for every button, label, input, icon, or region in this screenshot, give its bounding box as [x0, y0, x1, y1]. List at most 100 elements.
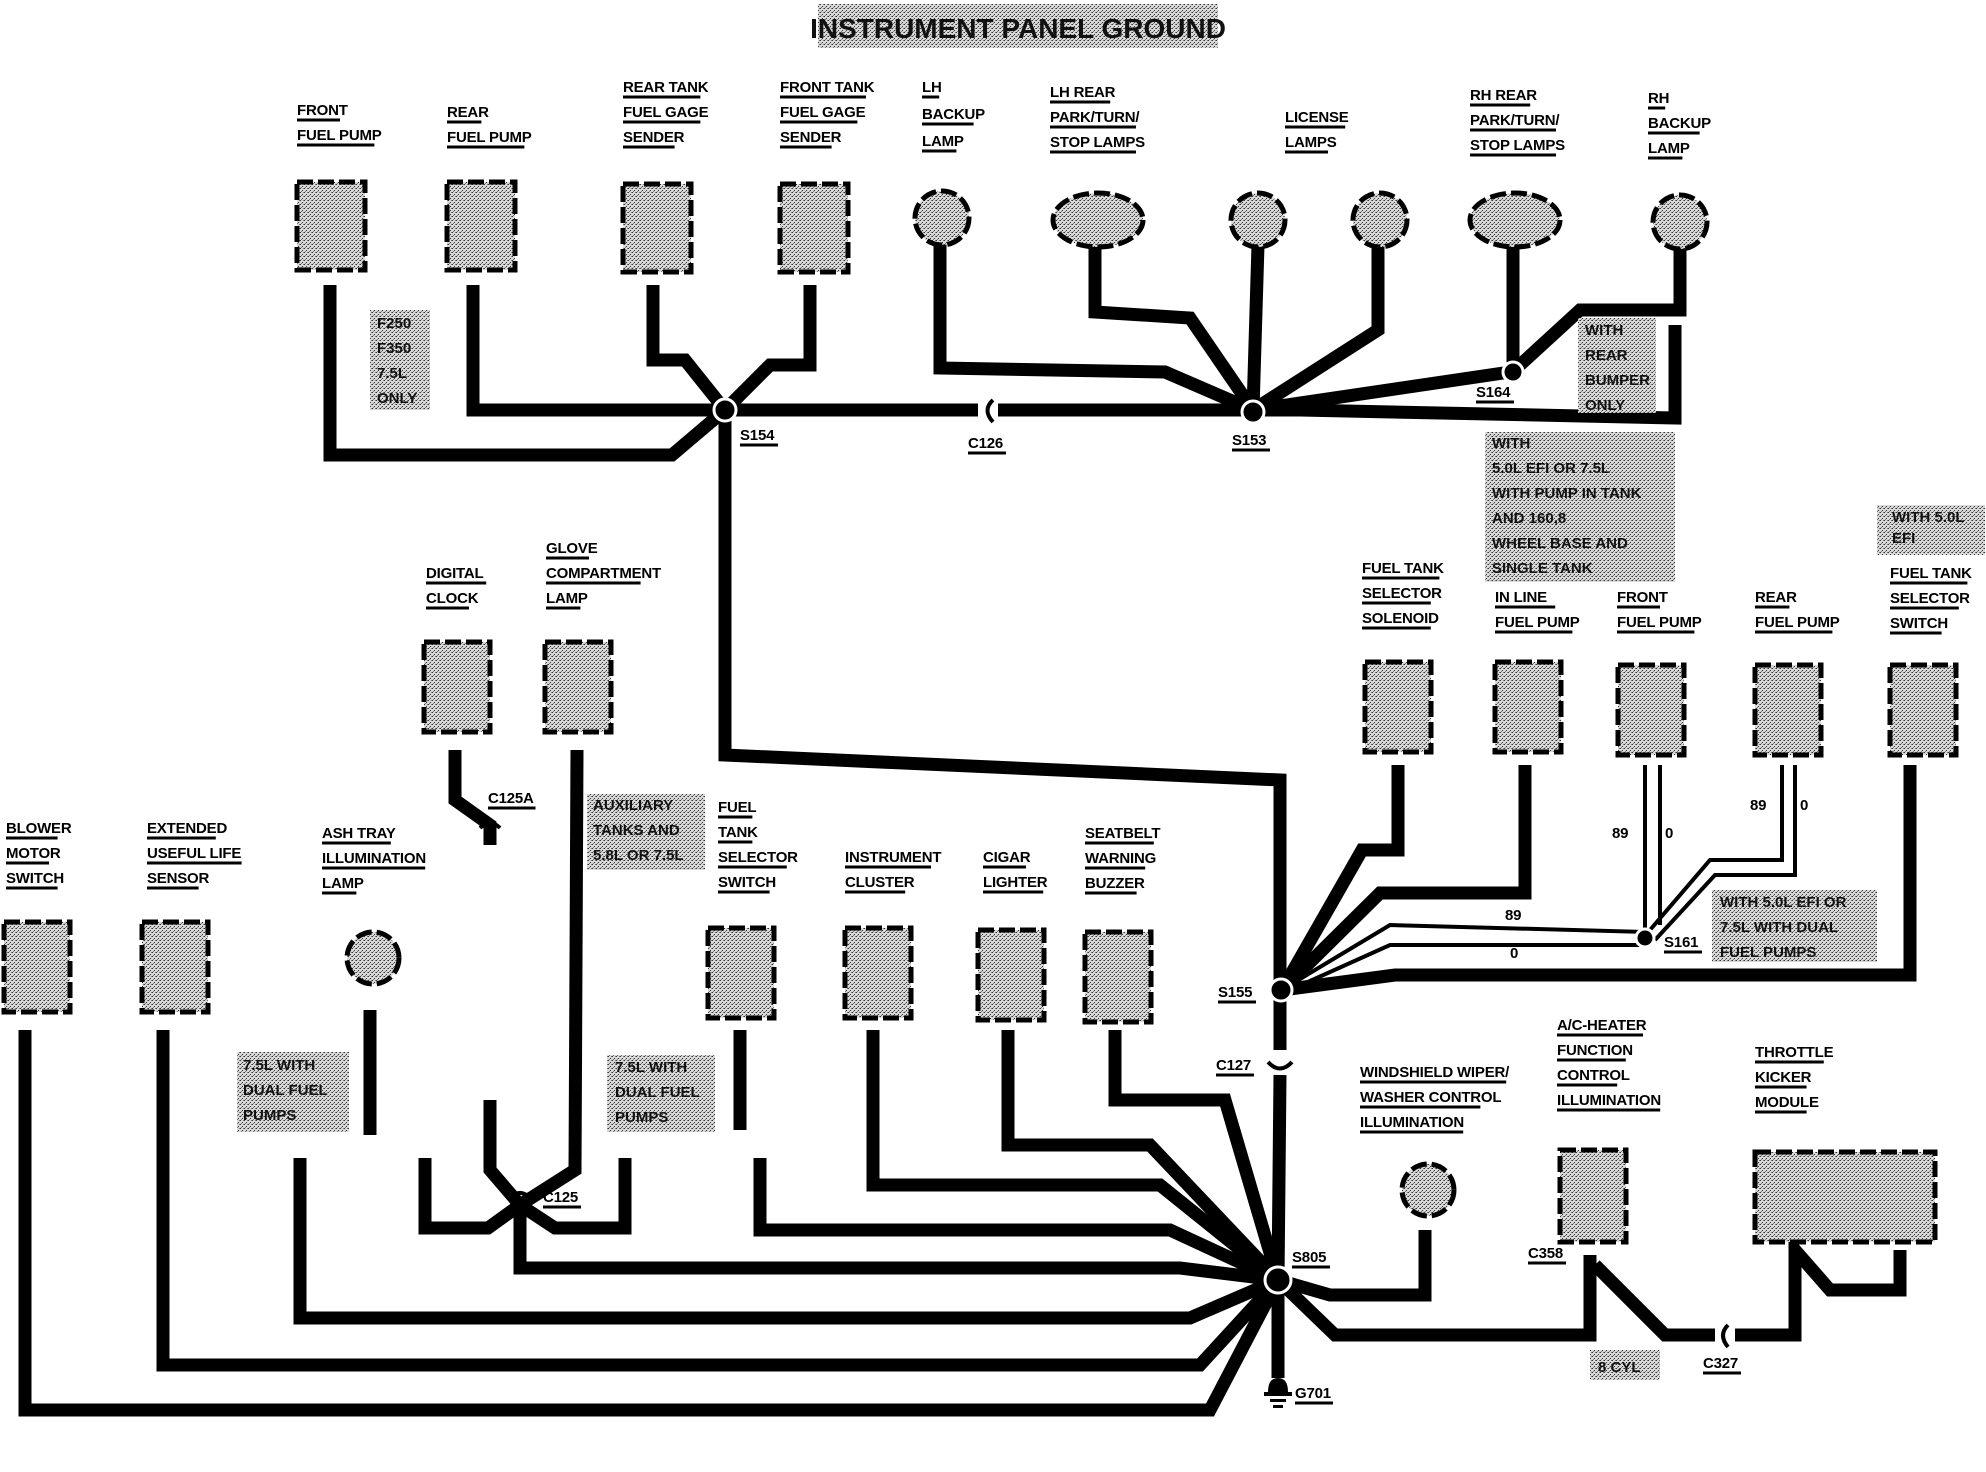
component-front-tank-sender[interactable]: [777, 181, 851, 275]
label-instrument-cluster-line: INSTRUMENT: [845, 849, 941, 866]
label-front-tank-sender-line: FUEL GAGE: [780, 104, 866, 121]
wire-c358-c327: [1590, 1260, 1715, 1342]
splice-s154[interactable]: [712, 397, 738, 423]
label-s153-text: S153: [1232, 432, 1266, 449]
component-digital-clock[interactable]: [421, 639, 493, 735]
label-s155: S155: [1218, 984, 1256, 1004]
label-rh-backup-lamp-line: BACKUP: [1648, 115, 1711, 132]
component-lh-backup-lamp[interactable]: [912, 188, 972, 248]
component-fuel-tank-selector-solenoid[interactable]: [1362, 659, 1434, 755]
component-rh-rear-lamps[interactable]: [1467, 190, 1563, 250]
wire-89-rear: [1648, 765, 1784, 932]
component-wiper-illumination[interactable]: [1399, 1161, 1457, 1219]
label-s805-text: S805: [1292, 1249, 1326, 1266]
label-rh-backup-lamp-line: RH: [1648, 90, 1669, 107]
label-fuel-tank-selector-switch-left-line: SELECTOR: [718, 849, 798, 866]
component-lh-rear-lamps[interactable]: [1050, 190, 1146, 250]
component-instrument-cluster[interactable]: [842, 925, 914, 1021]
label-fuel-tank-selector-switch-right-line: FUEL TANK: [1890, 565, 1972, 582]
label-front-fuel-pump-top-line: FUEL PUMP: [297, 127, 382, 144]
splice-s155[interactable]: [1268, 977, 1294, 1003]
component-blower-motor-switch[interactable]: [1, 919, 73, 1015]
note-f250-line: F350: [377, 340, 411, 357]
wire-eul-sensor: [156, 1030, 1283, 1372]
wire-0-main: [1289, 943, 1645, 992]
connector-c127-icon[interactable]: [1266, 1060, 1294, 1071]
component-rear-fuel-pump-top[interactable]: [444, 179, 518, 273]
component-front-fuel-pump-top[interactable]: [294, 179, 368, 273]
component-rear-tank-sender[interactable]: [620, 181, 694, 275]
wire-license-1: [1246, 244, 1265, 411]
label-instrument-cluster-line: CLUSTER: [845, 874, 915, 891]
splice-s164[interactable]: [1501, 360, 1525, 384]
label-throttle-kicker-line: THROTTLE: [1755, 1044, 1834, 1061]
component-license-lamp-2[interactable]: [1350, 190, 1410, 250]
component-ash-tray-lamp[interactable]: [344, 929, 402, 987]
label-rh-rear-lamps-line: PARK/TURN/: [1470, 112, 1560, 129]
label-s154-text: S154: [740, 427, 775, 444]
label-lh-rear-lamps-line: PARK/TURN/: [1050, 109, 1140, 126]
label-fuel-tank-selector-switch-left-line: TANK: [718, 824, 758, 841]
wire-0-rear: [1653, 765, 1797, 942]
component-license-lamp-1[interactable]: [1228, 190, 1288, 250]
component-cigar-lighter[interactable]: [975, 927, 1047, 1023]
splice-s805[interactable]: [1263, 1265, 1293, 1295]
label-lh-backup-lamp-line: LH: [922, 79, 942, 96]
wire-lh-backup: [933, 240, 1256, 416]
component-rh-backup-lamp[interactable]: [1650, 192, 1710, 252]
note-efi-single-tank-line: AND 160,8: [1492, 510, 1566, 527]
component-throttle-kicker-module[interactable]: [1752, 1149, 1938, 1245]
label-eul-sensor-line: EXTENDED: [147, 820, 227, 837]
wire-c125: [513, 1205, 1279, 1287]
connector-c327-icon[interactable]: [1721, 1323, 1730, 1349]
component-ac-heater-illumination[interactable]: [1557, 1147, 1629, 1245]
splice-s153[interactable]: [1240, 399, 1266, 425]
label-c327: C327: [1703, 1355, 1741, 1375]
connector-c125a-icon[interactable]: [478, 821, 502, 830]
note-aux-tanks-bg: [587, 794, 705, 870]
component-front-fuel-pump-right[interactable]: [1615, 662, 1687, 758]
component-rear-fuel-pump-right[interactable]: [1752, 662, 1824, 758]
connector-c125-icon[interactable]: [508, 1191, 532, 1200]
label-rh-backup-lamp: RH BACKUP LAMP: [1648, 90, 1711, 160]
component-fuel-tank-selector-switch-right[interactable]: [1887, 662, 1959, 758]
label-s161-text: S161: [1664, 934, 1698, 951]
note-f250-line: ONLY: [377, 390, 417, 407]
note-dual-pumps-mid-line: PUMPS: [615, 1109, 668, 1126]
label-eul-sensor-line: USEFUL LIFE: [147, 845, 241, 862]
label-c127: C127: [1216, 1057, 1254, 1077]
label-ac-heater-illumination-line: ILLUMINATION: [1557, 1092, 1661, 1109]
wire-s153-s164: [1252, 365, 1511, 417]
component-in-line-fuel-pump[interactable]: [1492, 659, 1564, 755]
connector-c126-icon[interactable]: [985, 398, 995, 424]
note-rear-bumper-bg: [1578, 318, 1656, 413]
label-s154: S154: [740, 427, 778, 447]
label-lh-backup-lamp-line: LAMP: [922, 133, 964, 150]
note-dual-pumps-left-line: PUMPS: [243, 1107, 296, 1124]
wire-blower: [18, 1030, 1284, 1417]
component-glove-lamp[interactable]: [542, 639, 614, 735]
ground-g701-icon[interactable]: [1264, 1378, 1292, 1408]
label-g701: G701: [1295, 1385, 1333, 1405]
component-seatbelt-buzzer[interactable]: [1082, 929, 1154, 1025]
label-in-line-fuel-pump-line: FUEL PUMP: [1495, 614, 1580, 631]
note-dual-pumps-mid-bg: [607, 1055, 715, 1132]
label-s164-text: S164: [1476, 384, 1511, 401]
component-fuel-tank-selector-switch-left[interactable]: [705, 925, 777, 1021]
wire-rear-fuel-pump: [466, 285, 725, 417]
component-eul-sensor[interactable]: [139, 919, 211, 1015]
note-f250-line: 7.5L: [377, 365, 407, 382]
label-rh-backup-lamp-line: LAMP: [1648, 140, 1690, 157]
splice-s161[interactable]: [1634, 927, 1656, 949]
label-s161: S161: [1664, 934, 1702, 954]
label-front-tank-sender-line: FRONT TANK: [780, 79, 875, 96]
